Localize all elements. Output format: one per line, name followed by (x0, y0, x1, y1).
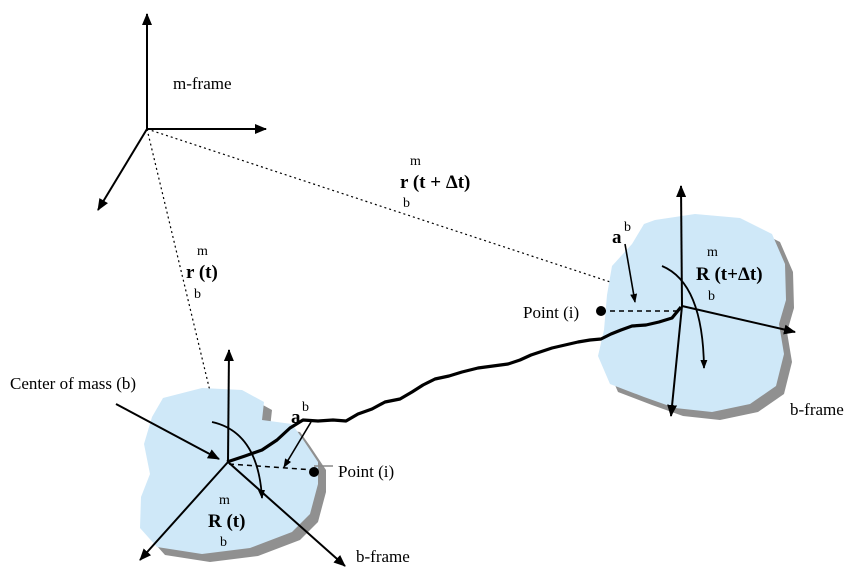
r-t-symbol: r (t) (186, 262, 218, 283)
b-frame-right-side-axis (681, 305, 796, 335)
R-t-symbol: R (t) (208, 511, 245, 532)
m-frame-axes (97, 13, 267, 211)
point-i-left-label: Point (i) (338, 462, 394, 481)
R-t-dt-subscript: b (708, 289, 715, 304)
m-frame-label: m-frame (173, 74, 232, 93)
R-t-superscript: m (219, 493, 230, 508)
b-frame-right-down-axis (667, 305, 683, 417)
center-of-mass-label: Center of mass (b) (10, 374, 136, 393)
point-i-right-dot (596, 306, 606, 316)
accel-right-symbol: a (612, 227, 622, 248)
r-t-dt-subscript: b (403, 196, 410, 211)
accel-pointer-right (624, 243, 638, 303)
b-frame-right-axes (667, 185, 796, 417)
body-right-blob (598, 214, 786, 412)
accel-left-superscript: b (302, 400, 309, 415)
point-i-left-dot (309, 467, 319, 477)
rotation-arrow-right (661, 265, 708, 369)
center-of-mass-pointer (115, 403, 220, 460)
position-vector-r-t-dt (146, 128, 684, 307)
rotation-arrow-left (211, 421, 266, 499)
accel-left-symbol: a (291, 407, 301, 428)
b-frame-left-down-left-axis (139, 461, 229, 561)
b-frame-right-label: b-frame (790, 400, 844, 419)
R-t-subscript: b (220, 535, 227, 550)
b-frame-left-up-axis (223, 349, 234, 463)
b-frame-left-axes (139, 349, 346, 567)
accel-pointer-left (283, 421, 312, 468)
body-right (598, 214, 794, 420)
point-i-right-label: Point (i) (523, 303, 579, 322)
b-frame-left-label: b-frame (356, 547, 410, 566)
r-t-dt-symbol: r (t + Δt) (400, 172, 470, 193)
r-t-subscript: b (194, 287, 201, 302)
R-t-dt-symbol: R (t+Δt) (696, 264, 763, 285)
R-t-dt-superscript: m (707, 245, 718, 260)
trajectory-path (226, 305, 683, 464)
b-frame-left-down-right-axis (227, 461, 346, 567)
body-left-blob (140, 388, 318, 554)
b-frame-right-up-axis (676, 185, 687, 307)
m-frame-y-axis (97, 128, 148, 211)
r-t-superscript: m (197, 244, 208, 259)
r-t-dt-superscript: m (410, 154, 421, 169)
accel-right-superscript: b (624, 220, 631, 235)
